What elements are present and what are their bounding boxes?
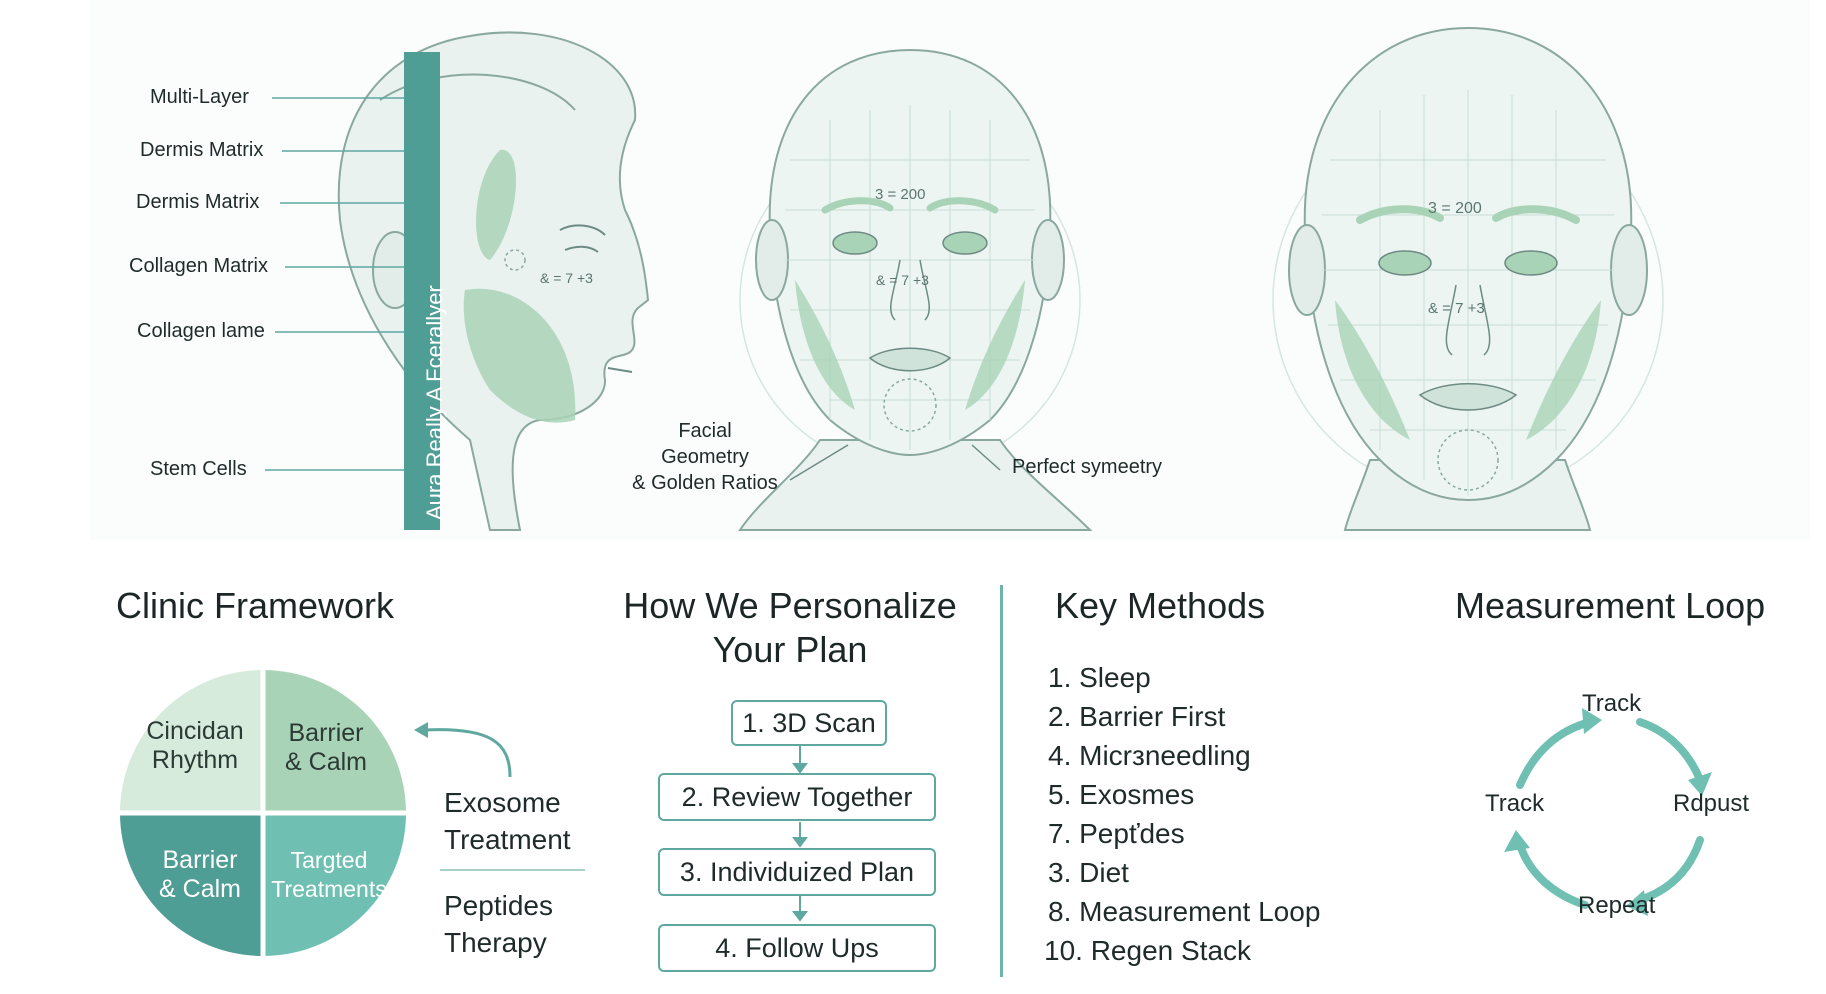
layer-label-3: Dermis Matrix [136,191,260,213]
method-item: 1. Sleep [1048,662,1151,693]
step-review-together: 2. Review Together [658,773,936,821]
framework-pie [118,668,408,958]
center-formula-mid: & = 7 +3 [876,272,929,288]
perfect-symmetry-label: Perfect symeetry [1012,456,1163,478]
loop-arrows [1504,708,1712,916]
framework-quadrant-2: Barrier & Calm [285,719,367,776]
step-follow-ups: 4. Follow Ups [658,924,936,972]
layer-label-4: Collagen Matrix [129,255,268,277]
method-item: 3. Diet [1048,857,1129,888]
right-formula-mid: & = 7 +3 [1428,300,1485,317]
method-item: 2. Barrier First [1048,701,1226,732]
step-individualized-plan: 3. Individuized Plan [658,848,936,896]
front-face-center [738,48,1093,531]
step-3d-scan: 1. 3D Scan [731,700,887,746]
methods-title: Key Methods [1055,585,1266,626]
personalize-title: How We Personalize Your Plan [623,585,957,670]
method-item: 7. Pepťdes [1048,818,1185,849]
loop-node-top: Track [1582,690,1642,717]
framework-divider [440,869,585,871]
layer-label-6: Stem Cells [150,458,247,480]
layer-bar [404,52,440,530]
layer-label-2: Dermis Matrix [140,139,264,161]
steps-connectors [792,746,808,922]
section-divider [1000,585,1003,977]
layer-label-5: Collagen lame [137,320,265,342]
layer-bar-text: Aura Really A Fcerallyer [422,285,447,520]
method-item: 10. Regen Stack [1044,935,1252,966]
framework-quadrant-4: Targted Treatments [271,847,387,902]
profile-head [265,31,650,531]
loop-node-left: Track [1485,790,1545,817]
framework-title: Clinic Framework [116,585,395,626]
layer-label-1: Multi-Layer [150,86,249,108]
framework-arrow [414,722,512,778]
method-item: 5. Exosmes [1048,779,1195,810]
method-item: 8. Measurement Loop [1048,896,1321,927]
method-item: 4. Micrзneedling [1048,740,1251,771]
loop-node-bottom: Repeat [1578,892,1656,919]
loop-node-right: Rdpust [1673,790,1750,817]
exosome-treatment-label: Exosome Treatment [444,787,571,855]
facial-geometry-label: Facial Geometry & Golden Ratios [632,420,778,494]
profile-formula: & = 7 +3 [540,270,593,286]
front-face-right [1272,26,1664,531]
framework-quadrant-1: Cincidan Rhythm [146,717,244,774]
framework-quadrant-3: Barrier & Calm [159,846,241,903]
right-formula-top: 3 = 200 [1428,200,1482,217]
center-formula-top: 3 = 200 [875,186,926,203]
loop-title: Measurement Loop [1455,585,1766,626]
peptides-therapy-label: Peptides Therapy [444,890,553,958]
